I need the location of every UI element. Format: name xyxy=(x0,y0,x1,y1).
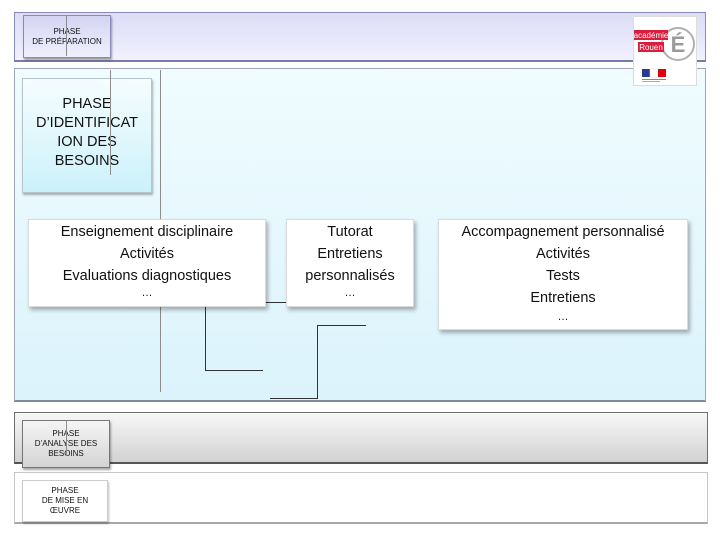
card-item: Activités xyxy=(536,246,590,262)
academie-rouen-logo: É académie Rouen xyxy=(633,16,697,86)
tutorat-card: Tutorat Entretiens personnalisés … xyxy=(286,219,414,307)
accompagnement-personnalise-card: Accompagnement personnalisé Activités Te… xyxy=(438,219,688,330)
card-item-ellipsis: … xyxy=(344,287,356,299)
analyse-band xyxy=(14,412,708,464)
connector-line xyxy=(230,302,340,303)
preparation-band xyxy=(14,12,706,62)
card-title: Tutorat xyxy=(327,224,373,240)
card-item: personnalisés xyxy=(305,268,395,284)
logo-text-rouen: Rouen xyxy=(639,43,663,52)
identification-divider-line xyxy=(110,70,111,175)
logo-text-academie: académie xyxy=(634,31,669,40)
connector-line xyxy=(317,325,318,399)
connector-line xyxy=(205,302,206,370)
card-item: Entretiens xyxy=(317,246,383,262)
analyse-divider-line xyxy=(66,420,67,456)
phase-identification-box: PHASE D’IDENTIFICAT ION DES BESOINS xyxy=(22,78,152,193)
logo-letter: É xyxy=(671,32,686,57)
card-item: Evaluations diagnostiques xyxy=(62,268,232,284)
academie-logo-icon: É académie Rouen xyxy=(634,27,695,82)
connector-line xyxy=(270,398,318,399)
card-item: Entretiens xyxy=(530,290,596,306)
card-item-ellipsis: … xyxy=(141,287,153,299)
card-item: Activités xyxy=(120,246,174,262)
card-title: Accompagnement personnalisé xyxy=(461,224,665,240)
card-item: Tests xyxy=(546,268,580,284)
connector-line xyxy=(205,370,263,371)
card-item-ellipsis: … xyxy=(557,311,569,323)
connector-line xyxy=(318,325,366,326)
card-title: Enseignement disciplinaire xyxy=(60,224,234,240)
phase-mise-en-oeuvre-box: PHASE DE MISE EN ŒUVRE xyxy=(22,480,108,522)
mise-en-oeuvre-band xyxy=(14,472,708,524)
preparation-divider-line xyxy=(66,16,67,56)
enseignement-disciplinaire-card: Enseignement disciplinaire Activités Eva… xyxy=(28,219,266,307)
phase-preparation-box: PHASE DE PRÉPARATION xyxy=(23,15,111,58)
marianne-flag-icon xyxy=(642,68,666,82)
